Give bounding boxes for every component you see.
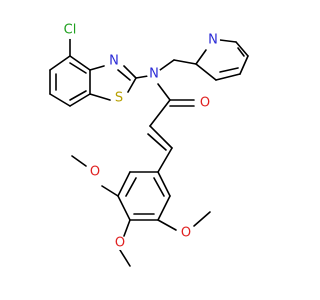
bond xyxy=(157,219,177,231)
bond xyxy=(125,177,137,197)
atom-label: Cl xyxy=(64,23,77,38)
atom-label: N xyxy=(149,67,159,82)
atom-label-background xyxy=(88,165,102,179)
structure-drawing: ClN S N N O O O O xyxy=(49,21,249,267)
atom-label-background xyxy=(179,226,193,240)
bond xyxy=(127,77,137,93)
bond xyxy=(123,219,131,237)
bond xyxy=(117,171,131,197)
atom-n-amide: N xyxy=(147,67,161,82)
bond xyxy=(219,39,237,43)
bond xyxy=(71,155,87,167)
atom-cl: Cl xyxy=(61,21,79,39)
bond xyxy=(119,249,131,267)
bond xyxy=(195,49,207,65)
atom-label-background xyxy=(61,21,79,39)
atom-o-methoxy-right: O xyxy=(179,226,193,241)
atom-label-layer: ClN S N N O O O O xyxy=(61,21,220,251)
atom-label: O xyxy=(181,226,191,241)
bond xyxy=(101,185,119,197)
atom-o-methoxy-middle: O xyxy=(113,236,127,251)
bond xyxy=(195,63,217,81)
bond xyxy=(69,62,87,74)
bond xyxy=(89,93,111,101)
bond xyxy=(193,211,211,227)
bond xyxy=(149,99,171,127)
bond xyxy=(159,59,175,71)
bond xyxy=(157,147,173,173)
atom-label-background xyxy=(107,54,121,68)
bond xyxy=(173,59,197,65)
atom-n-thiazole: N xyxy=(107,54,121,69)
atom-label-background xyxy=(147,67,161,81)
bond xyxy=(89,65,105,71)
atom-label-background xyxy=(206,33,220,47)
bond xyxy=(157,83,171,101)
bond xyxy=(219,67,239,73)
bond xyxy=(123,65,137,79)
bond xyxy=(117,195,131,221)
atom-label: O xyxy=(115,236,125,251)
bond xyxy=(147,133,167,151)
atom-label: S xyxy=(115,91,123,106)
bond xyxy=(69,93,91,107)
atom-label: O xyxy=(90,165,100,180)
bond xyxy=(135,75,149,79)
bond xyxy=(239,55,249,75)
atom-label: N xyxy=(109,54,119,69)
bond xyxy=(49,93,71,107)
atom-label: N xyxy=(208,33,218,48)
atom-label-background xyxy=(112,91,126,105)
bond xyxy=(237,47,245,57)
atom-label-background xyxy=(198,96,212,110)
atom-s-thiazole: S xyxy=(112,91,126,106)
atom-label: O xyxy=(200,96,210,111)
bond xyxy=(157,171,171,197)
bond xyxy=(215,73,241,81)
bond xyxy=(235,41,249,57)
atom-o-carbonyl: O xyxy=(198,96,212,111)
bond xyxy=(157,195,171,221)
bond xyxy=(149,125,173,149)
bond xyxy=(69,90,87,101)
atom-o-methoxy-left: O xyxy=(88,165,102,180)
bond xyxy=(117,69,131,81)
bond-layer xyxy=(49,37,249,267)
bond xyxy=(153,177,165,197)
atom-label-background xyxy=(113,236,127,250)
bond xyxy=(49,55,71,71)
bond xyxy=(69,55,91,71)
atom-n-pyridine: N xyxy=(206,33,220,48)
